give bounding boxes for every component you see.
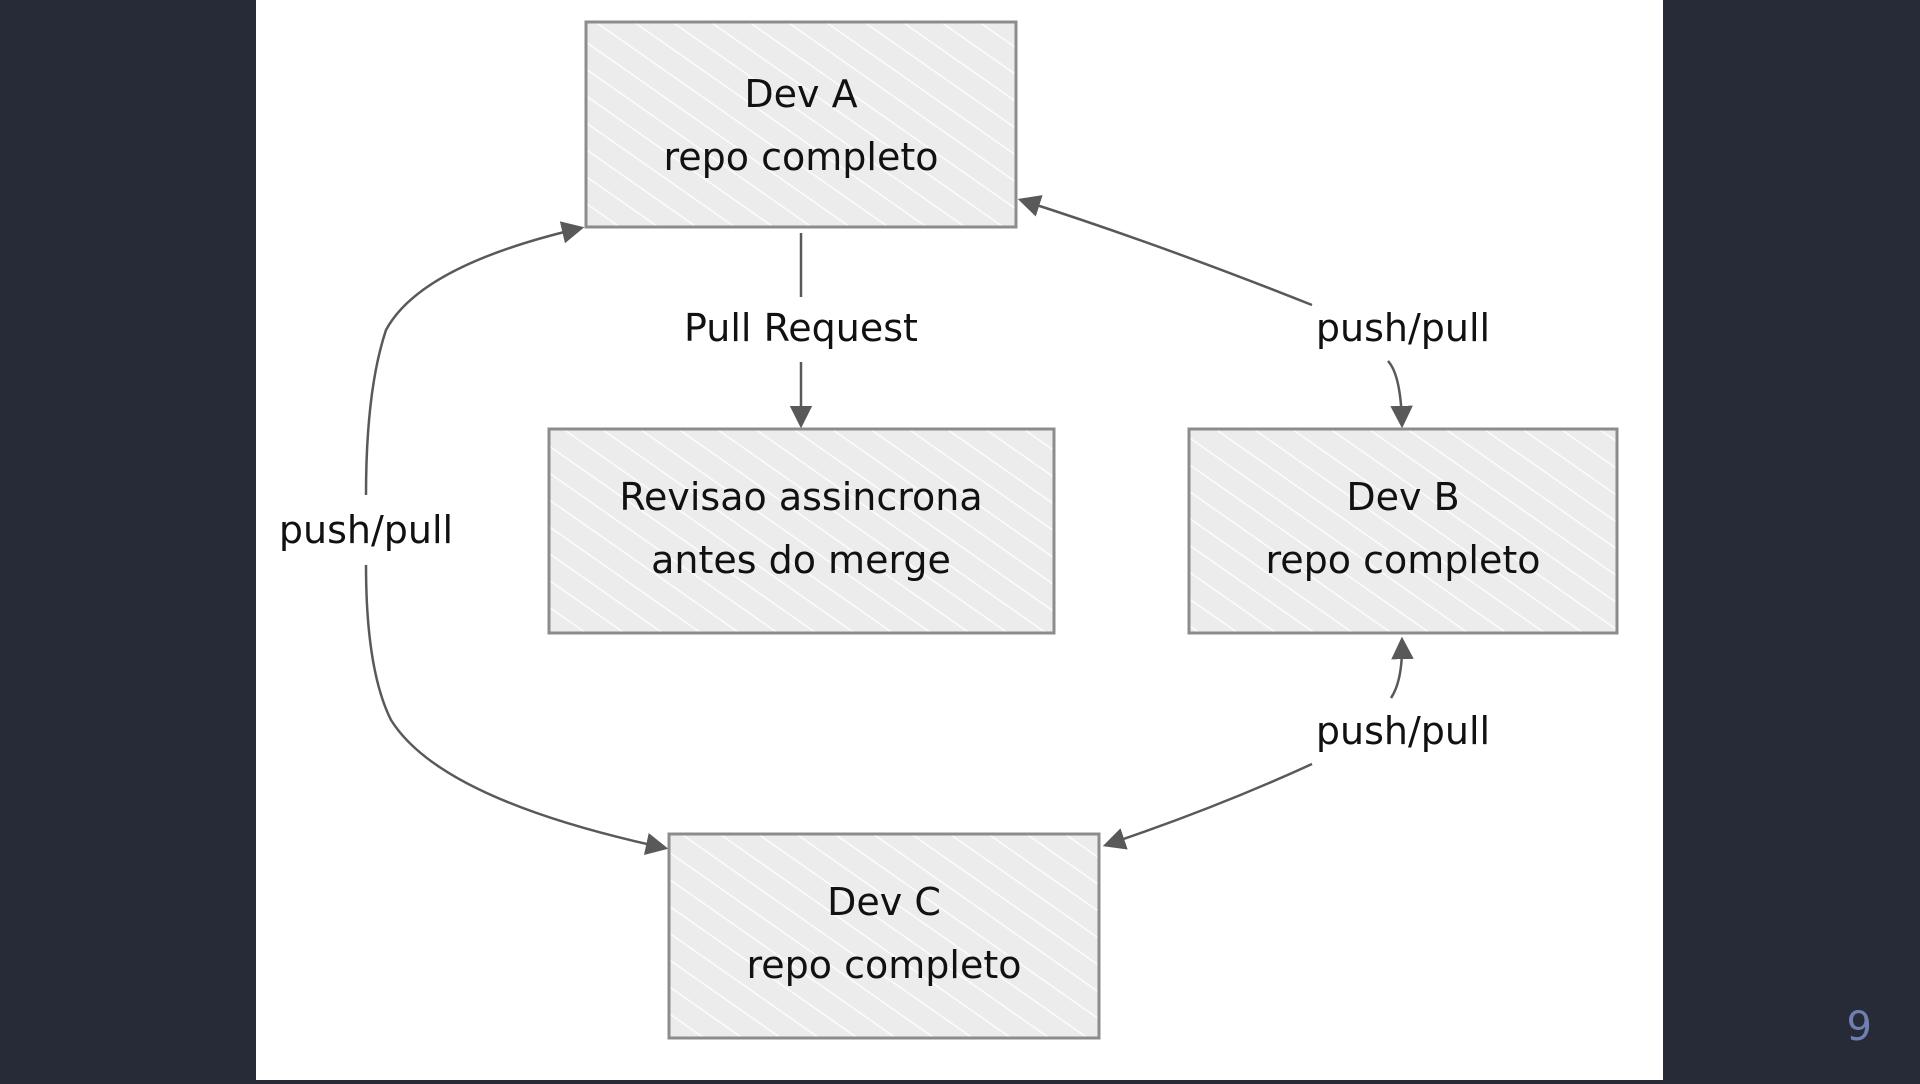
node-dev-a[interactable]: Dev A repo completo bbox=[584, 20, 1018, 229]
edge-label-b-c: push/pull bbox=[1316, 709, 1490, 753]
node-review[interactable]: Revisao assincrona antes do merge bbox=[547, 427, 1056, 635]
node-dev-b-title: Dev B bbox=[1346, 475, 1459, 519]
edge-b-c-top bbox=[1389, 636, 1414, 699]
edge-label-a-b: push/pull bbox=[1316, 306, 1490, 350]
edge-a-c-bottom bbox=[364, 564, 669, 855]
node-dev-b-subtitle: repo completo bbox=[1266, 538, 1541, 582]
edge-label-pull-request: Pull Request bbox=[684, 306, 918, 350]
edge-a-c-top bbox=[364, 221, 585, 496]
diagram-canvas: Dev A repo completo Revisao assincrona a… bbox=[256, 0, 1663, 1080]
node-dev-c-title: Dev C bbox=[827, 880, 941, 924]
edge-b-c-bottom bbox=[1102, 762, 1313, 850]
node-review-subtitle: antes do merge bbox=[651, 538, 951, 582]
node-dev-b[interactable]: Dev B repo completo bbox=[1187, 427, 1619, 635]
edge-a-b-bottom bbox=[1387, 360, 1413, 429]
node-dev-c-subtitle: repo completo bbox=[747, 943, 1022, 987]
flow-diagram: Dev A repo completo Revisao assincrona a… bbox=[279, 20, 1619, 1040]
node-dev-a-title: Dev A bbox=[744, 72, 857, 116]
node-dev-c[interactable]: Dev C repo completo bbox=[667, 832, 1101, 1040]
edge-label-a-c: push/pull bbox=[279, 508, 453, 552]
edge-a-b-top bbox=[1017, 195, 1313, 307]
page-number: 9 bbox=[1846, 1004, 1872, 1050]
node-review-title: Revisao assincrona bbox=[619, 475, 982, 519]
node-dev-a-subtitle: repo completo bbox=[664, 135, 939, 179]
